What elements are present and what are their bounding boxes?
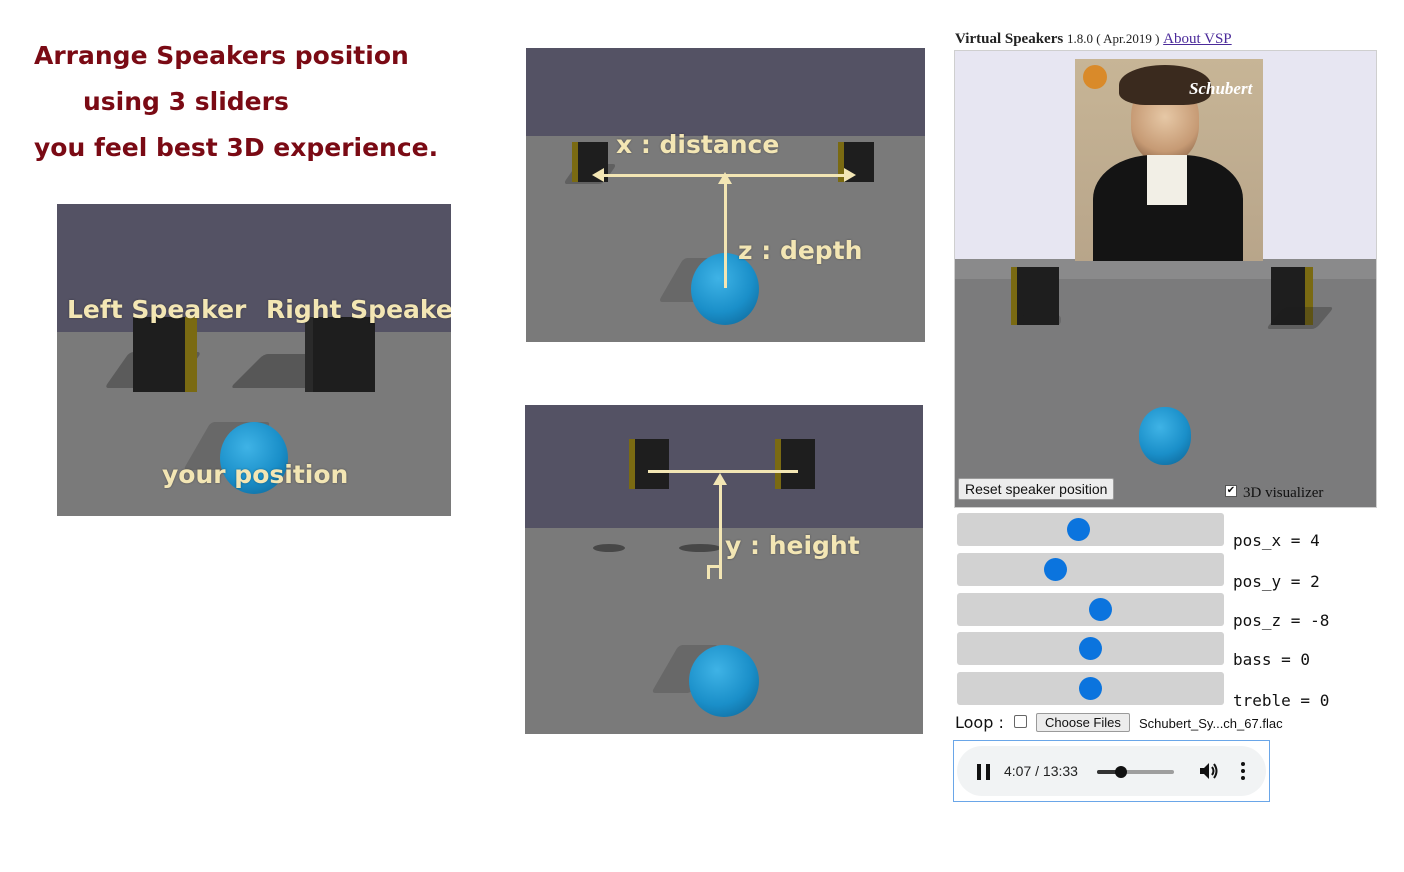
portrait-hair bbox=[1119, 65, 1211, 105]
audio-player: 4:07 / 13:33 bbox=[957, 746, 1266, 796]
left-speaker-label: Left Speaker bbox=[67, 295, 247, 324]
y-arrow-crossbar bbox=[648, 470, 798, 473]
slider-knob[interactable] bbox=[1044, 558, 1067, 581]
label-logo-icon bbox=[1083, 65, 1107, 89]
scene-overview: Left Speaker Right Speaker your position bbox=[57, 204, 451, 516]
album-artist: Schubert bbox=[1189, 79, 1253, 98]
label-pos-y: pos_y = 2 bbox=[1233, 572, 1320, 591]
scene-wall bbox=[526, 48, 925, 136]
headline-line-2: using 3 sliders bbox=[83, 87, 289, 116]
right-speaker bbox=[305, 317, 375, 392]
right-speaker bbox=[1271, 267, 1313, 325]
x-arrow-right-head bbox=[844, 168, 856, 182]
more-vert-icon[interactable] bbox=[1240, 761, 1246, 781]
app-version: 1.8.0 ( Apr.2019 ) bbox=[1066, 31, 1160, 46]
slider-bass[interactable] bbox=[957, 632, 1224, 665]
listener-ball bbox=[689, 645, 759, 717]
slider-pos-z[interactable] bbox=[957, 593, 1224, 626]
player-progress-thumb[interactable] bbox=[1115, 766, 1127, 778]
z-arrow-line bbox=[724, 180, 727, 288]
headline-line-3: you feel best 3D experience. bbox=[34, 133, 439, 162]
left-speaker bbox=[133, 317, 197, 392]
left-speaker bbox=[629, 439, 669, 489]
x-arrow-left-head bbox=[592, 168, 604, 182]
label-bass: bass = 0 bbox=[1233, 650, 1311, 669]
y-arrow-head bbox=[713, 473, 727, 485]
file-name: Schubert_Sy...ch_67.flac bbox=[1139, 716, 1283, 731]
scene-xz: x : distance z : depth bbox=[526, 48, 925, 342]
player-progress-track[interactable] bbox=[1097, 766, 1174, 778]
reset-speaker-button[interactable]: Reset speaker position bbox=[958, 478, 1115, 500]
choose-files-button[interactable]: Choose Files bbox=[1036, 713, 1130, 732]
visualizer-view: Schubert Reset speaker position ✔ 3D vis… bbox=[954, 50, 1377, 508]
right-speaker bbox=[775, 439, 815, 489]
app-title: Virtual Speakers bbox=[955, 31, 1064, 47]
y-arrow-line bbox=[719, 481, 722, 579]
speaker-shadow bbox=[593, 544, 625, 552]
volume-icon[interactable] bbox=[1198, 761, 1220, 781]
listener-ball bbox=[220, 422, 288, 494]
y-height-label: y : height bbox=[725, 531, 860, 560]
z-depth-label: z : depth bbox=[738, 236, 863, 265]
scene-wall bbox=[57, 204, 451, 332]
pause-icon[interactable] bbox=[977, 764, 991, 780]
app-title-bar: Virtual Speakers 1.8.0 ( Apr.2019 ) Abou… bbox=[955, 31, 1232, 48]
loop-checkbox[interactable] bbox=[1014, 715, 1027, 728]
visualizer-label: 3D visualizer bbox=[1243, 485, 1324, 501]
slider-knob[interactable] bbox=[1079, 677, 1102, 700]
slider-knob[interactable] bbox=[1079, 637, 1102, 660]
listener-ball bbox=[1139, 407, 1191, 465]
portrait-shirt bbox=[1147, 155, 1187, 205]
player-time: 4:07 / 13:33 bbox=[1004, 763, 1078, 779]
z-arrow-head bbox=[718, 172, 732, 184]
label-treble: treble = 0 bbox=[1233, 691, 1330, 710]
label-pos-z: pos_z = -8 bbox=[1233, 611, 1330, 630]
speaker-shadow bbox=[679, 544, 721, 552]
x-distance-label: x : distance bbox=[616, 130, 780, 159]
visualizer-horizon bbox=[955, 259, 1376, 279]
label-pos-x: pos_x = 4 bbox=[1233, 531, 1320, 550]
album-cover: Schubert bbox=[1075, 59, 1263, 261]
visualizer-checkbox[interactable]: ✔ bbox=[1225, 485, 1237, 497]
your-position-label: your position bbox=[162, 460, 349, 489]
scene-wall bbox=[525, 405, 923, 528]
slider-knob[interactable] bbox=[1067, 518, 1090, 541]
slider-pos-y[interactable] bbox=[957, 553, 1224, 586]
right-speaker-label: Right Speaker bbox=[266, 295, 451, 324]
headline-line-1: Arrange Speakers position bbox=[34, 41, 409, 70]
scene-y: y : height bbox=[525, 405, 923, 734]
y-arrow-foot-bar bbox=[707, 565, 721, 568]
slider-pos-x[interactable] bbox=[957, 513, 1224, 546]
loop-label: Loop : bbox=[955, 713, 1004, 732]
speaker-shadow bbox=[1021, 315, 1061, 325]
y-arrow-foot bbox=[707, 567, 710, 579]
audio-player-frame: 4:07 / 13:33 bbox=[953, 740, 1270, 802]
slider-knob[interactable] bbox=[1089, 598, 1112, 621]
about-link[interactable]: About VSP bbox=[1163, 31, 1232, 47]
player-progress-fill bbox=[1097, 770, 1120, 774]
slider-treble[interactable] bbox=[957, 672, 1224, 705]
left-speaker bbox=[1011, 267, 1059, 325]
